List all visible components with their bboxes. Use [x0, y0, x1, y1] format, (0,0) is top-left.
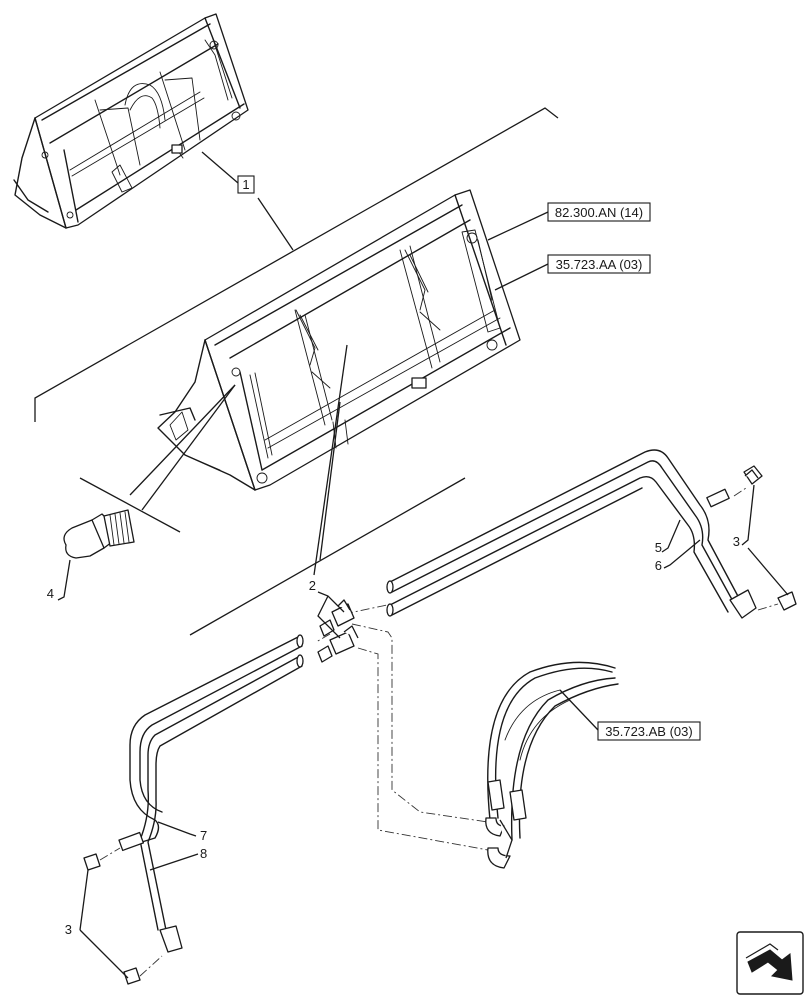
dashdot-routing — [315, 623, 489, 851]
bracket-lines — [34, 107, 559, 636]
leader-4c — [79, 477, 181, 533]
reference-box-35-723-ab[interactable]: 35.723.AB (03) — [597, 721, 701, 741]
hose-group-ab — [485, 661, 619, 869]
reference-box-82-300-an[interactable]: 82.300.AN (14) — [547, 202, 651, 222]
hoses-upper-right — [386, 449, 797, 619]
leader-3-left-bottom — [79, 929, 129, 979]
centerline-l1 — [99, 847, 121, 861]
reference-label: 35.723.AB (03) — [605, 724, 692, 739]
reference-label: 82.300.AN (14) — [555, 205, 643, 220]
reference-box-35-723-aa[interactable]: 35.723.AA (03) — [547, 254, 651, 274]
leader-4b — [141, 384, 236, 511]
main-bucket — [157, 189, 521, 491]
leader-ref2 — [494, 263, 549, 291]
leader-8 — [149, 853, 199, 871]
callout-3-left: 3 — [65, 922, 72, 937]
leader-2b — [317, 595, 341, 639]
leader-3-left-top — [79, 869, 89, 931]
inset-bucket — [13, 13, 249, 229]
svg-text:1: 1 — [242, 177, 249, 192]
callout-7: 7 — [200, 828, 207, 843]
reference-label: 35.723.AA (03) — [556, 257, 643, 272]
leader-3-right-bottom — [747, 547, 789, 596]
grease-nipple-part-4 — [63, 509, 135, 559]
leader-6 — [663, 539, 701, 569]
leader-hose-route-1 — [313, 344, 348, 576]
leader-ref3 — [559, 689, 599, 731]
centerline-r1 — [733, 487, 747, 497]
leader-ref1 — [487, 211, 549, 241]
tee-fittings-part-2 — [317, 599, 359, 663]
callout-6: 6 — [655, 558, 662, 573]
next-page-arrow-icon[interactable] — [736, 931, 804, 995]
leader-4 — [57, 559, 71, 601]
centerline-r2 — [757, 603, 779, 611]
callout-3-right: 3 — [733, 534, 740, 549]
callout-2: 2 — [309, 578, 316, 593]
callout-5: 5 — [655, 540, 662, 555]
centerline-l2 — [139, 955, 163, 977]
leader-1 — [201, 151, 239, 184]
leader-4a — [129, 384, 236, 496]
leader-hose-route-2 — [319, 401, 341, 561]
hoses-lower-left — [83, 634, 304, 985]
leader-3-right-top — [741, 484, 755, 546]
callout-8: 8 — [200, 846, 207, 861]
leader-5 — [661, 519, 681, 553]
callout-4: 4 — [47, 586, 54, 601]
callout-1: 1 — [237, 175, 255, 194]
leader-7 — [157, 821, 197, 837]
